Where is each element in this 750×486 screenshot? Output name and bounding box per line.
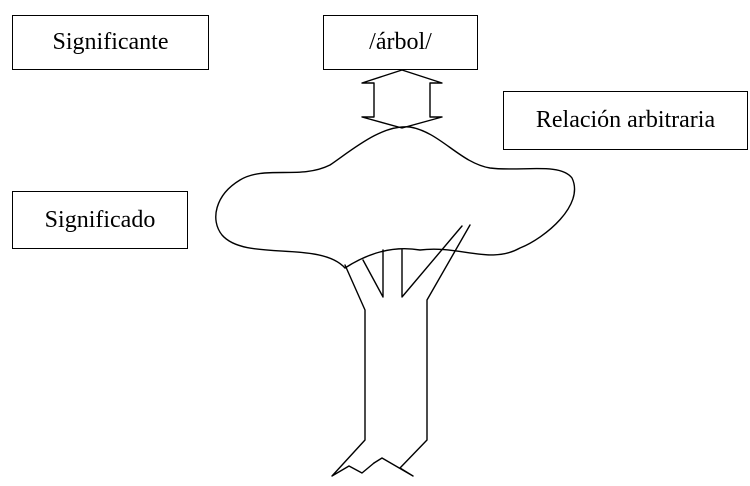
significante-text: Significante — [52, 29, 169, 55]
tree-trunk-right — [373, 224, 471, 477]
tree-trunk-left — [331, 264, 375, 477]
tree-branch-left — [362, 249, 384, 298]
double-headed-arrow-icon — [361, 69, 443, 129]
arbol-text: /árbol/ — [369, 29, 432, 55]
significante-label: Significante — [12, 15, 209, 70]
tree-crown — [215, 126, 575, 269]
arbol-label: /árbol/ — [323, 15, 478, 70]
significado-label: Significado — [12, 191, 188, 249]
relacion-arbitraria-label: Relación arbitraria — [503, 91, 748, 150]
relacion-arbitraria-text: Relación arbitraria — [535, 107, 716, 133]
tree-icon — [215, 126, 575, 477]
significado-text: Significado — [44, 206, 156, 233]
tree-branch-middle — [401, 225, 463, 298]
